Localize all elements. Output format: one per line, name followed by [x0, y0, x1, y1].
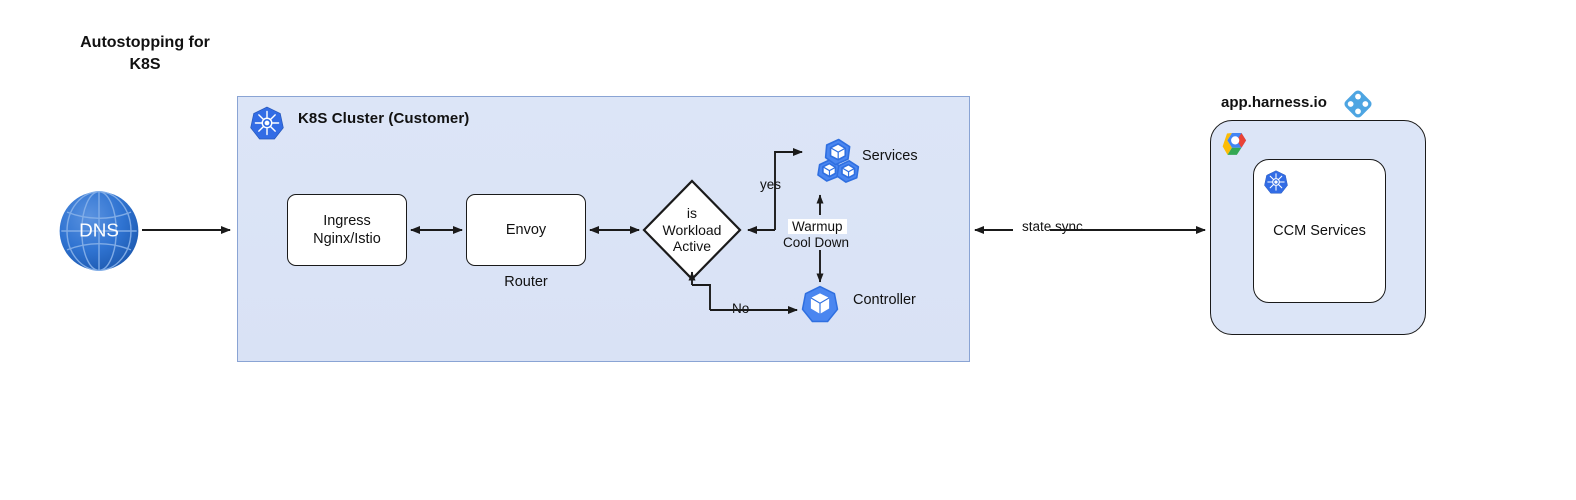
- controller-caption: Controller: [853, 292, 916, 308]
- ingress-node[interactable]: Ingress Nginx/Istio: [287, 194, 407, 266]
- kubernetes-pod-icon[interactable]: [801, 285, 839, 323]
- envoy-label: Envoy: [505, 221, 547, 238]
- warmup-label: Warmup: [788, 219, 847, 234]
- decision-node[interactable]: is Workload Active: [642, 179, 742, 281]
- kubernetes-icon: [1264, 170, 1288, 194]
- decision-label: is Workload Active: [662, 204, 722, 255]
- state-sync-label: state sync: [1019, 219, 1086, 234]
- kubernetes-icon: [250, 106, 284, 140]
- page-title: Autostopping for K8S: [80, 34, 210, 73]
- ccm-services-label: CCM Services: [1273, 223, 1366, 239]
- harness-logo-icon: [1342, 88, 1374, 120]
- no-edge-label: No: [732, 301, 750, 316]
- kubernetes-pods-icon[interactable]: [806, 133, 866, 193]
- ingress-label: Ingress Nginx/Istio: [313, 212, 381, 247]
- cluster-title: K8S Cluster (Customer): [298, 110, 470, 127]
- dns-globe-icon[interactable]: DNS: [58, 190, 140, 272]
- cool-down-label: Cool Down: [783, 235, 850, 250]
- google-cloud-icon: [1221, 131, 1251, 159]
- services-caption: Services: [862, 148, 918, 164]
- dns-label: DNS: [79, 220, 119, 241]
- yes-edge-label: yes: [760, 177, 782, 192]
- envoy-node[interactable]: Envoy: [466, 194, 586, 266]
- router-caption: Router: [504, 274, 548, 290]
- harness-title: app.harness.io: [1221, 94, 1327, 111]
